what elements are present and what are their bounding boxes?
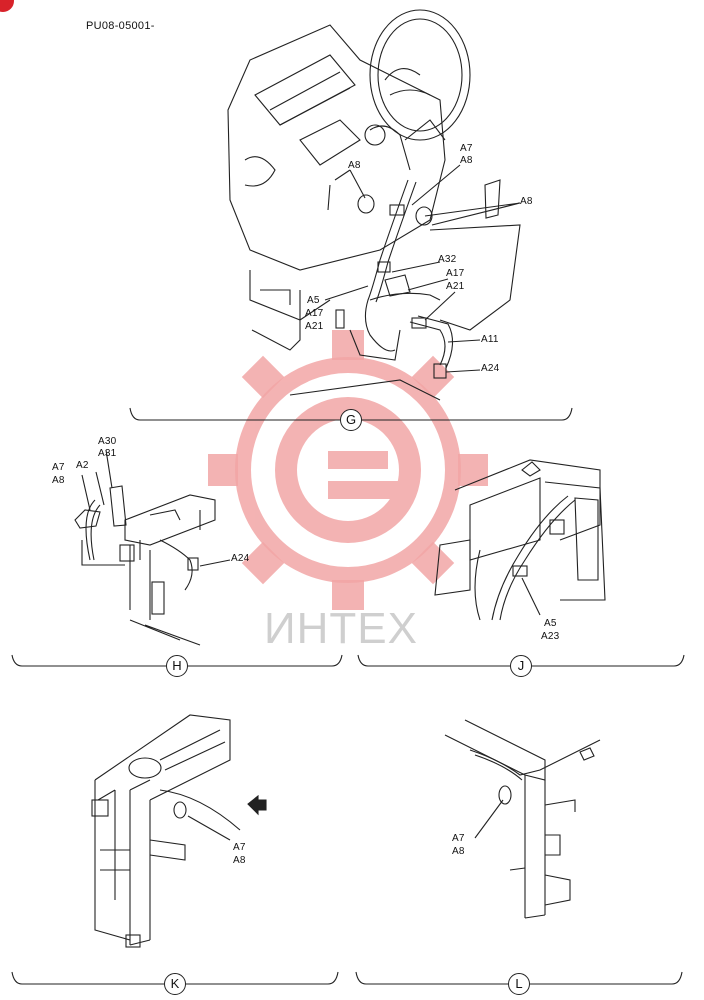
callout-k-a8: A8	[233, 855, 246, 866]
callout-g-a11: A11	[481, 334, 499, 345]
view-j-drawing	[434, 459, 606, 621]
callout-j-a23: A23	[541, 631, 560, 642]
view-label-j: J	[510, 655, 532, 677]
callout-h-a24: A24	[231, 553, 250, 564]
callout-h-a31: A31	[98, 448, 117, 459]
callout-h-a8: A8	[52, 475, 65, 486]
callout-k-a7: A7	[233, 842, 246, 853]
callout-l-a8: A8	[452, 846, 465, 857]
view-label-l: L	[508, 973, 530, 995]
callout-h-a7: A7	[52, 462, 65, 473]
view-k-drawing	[91, 714, 267, 948]
view-label-k: K	[164, 973, 186, 995]
view-l-drawing	[444, 719, 601, 919]
callout-g-a7: A7	[460, 143, 473, 154]
callout-g-a24: A24	[481, 363, 500, 374]
callout-h-a30: A30	[98, 436, 117, 447]
callout-g-a32: A32	[438, 254, 457, 265]
callout-g-a21: A21	[446, 281, 465, 292]
callout-g-a8: A8	[460, 155, 473, 166]
callout-g-a8: A8	[348, 160, 361, 171]
callout-g-a21: A21	[305, 321, 324, 332]
corner-mark	[0, 0, 14, 12]
callout-g-a8: A8	[520, 196, 533, 207]
document-code: PU08-05001-	[86, 20, 155, 32]
callout-g-a17: A17	[446, 268, 465, 279]
view-label-h: H	[166, 655, 188, 677]
watermark-text: ИНТЕХ	[264, 604, 418, 653]
view-h-drawing	[74, 449, 231, 646]
engine-drawing	[227, 9, 521, 401]
callout-g-a17: A17	[305, 308, 324, 319]
view-label-g: G	[340, 409, 362, 431]
callout-h-a2: A2	[76, 460, 89, 471]
callout-l-a7: A7	[452, 833, 465, 844]
callout-j-a5: A5	[544, 618, 557, 629]
callout-g-a5: A5	[307, 295, 320, 306]
